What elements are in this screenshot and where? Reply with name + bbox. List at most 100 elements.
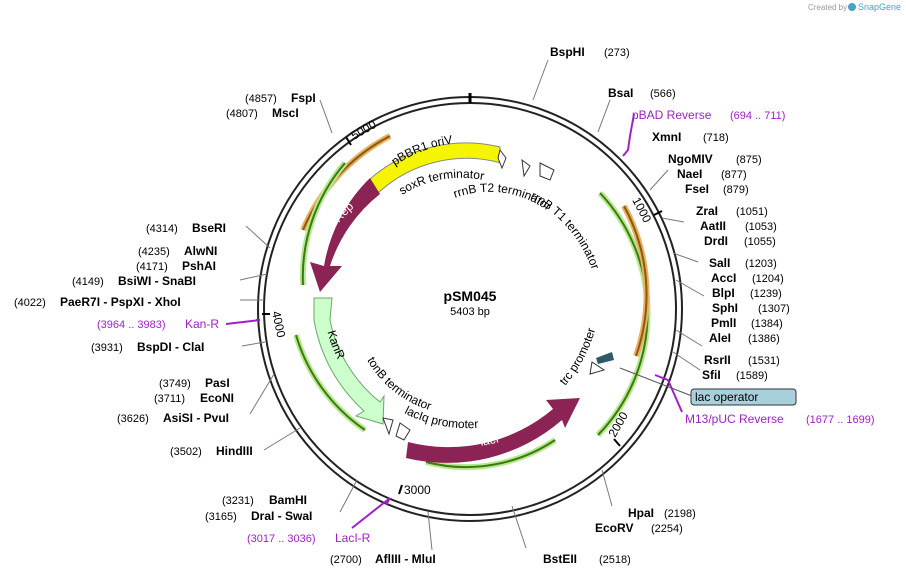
site-sphi[interactable]: SphI xyxy=(712,301,738,315)
primer-mark-laci-r xyxy=(351,497,391,529)
site-msci-pos: (4807) xyxy=(226,108,258,120)
brand-text: SnapGene xyxy=(858,2,901,12)
site-bspdi-clai-pos: (3931) xyxy=(91,342,123,354)
site-fspi[interactable]: FspI xyxy=(291,91,316,105)
primer-pbad-reverse[interactable]: pBAD Reverse xyxy=(632,108,712,122)
site-drai-swai[interactable]: DraI - SwaI xyxy=(251,509,312,523)
feature-lac-operator[interactable] xyxy=(596,352,614,364)
site-bseri-pos: (4314) xyxy=(146,223,178,235)
site-rsrii-pos: (1531) xyxy=(748,355,780,367)
feature-laciq-promoter[interactable] xyxy=(395,422,411,441)
tick-label-3000: 3000 xyxy=(404,483,431,497)
site-acci-pos: (1204) xyxy=(752,273,784,285)
tick-5000 xyxy=(345,136,352,146)
primer-mark-m13-puc-reverse xyxy=(654,374,683,413)
tick-1000 xyxy=(653,210,663,216)
feature-rrnb-t1-terminator[interactable] xyxy=(539,162,555,181)
lac-operator-badge[interactable] xyxy=(690,388,797,406)
site-rsrii[interactable]: RsrII xyxy=(704,353,731,367)
primer-laci-r-range: (3017 .. 3036) xyxy=(247,533,316,545)
tick-2000 xyxy=(613,438,621,447)
site-asisi-pvui[interactable]: AsiSI - PvuI xyxy=(163,411,229,425)
feature-rrnb-t2-terminator[interactable] xyxy=(521,158,531,178)
orf-arc-green-2-core xyxy=(295,334,366,431)
site-bsai-pos: (566) xyxy=(650,88,676,100)
site-xmni-pos: (718) xyxy=(703,132,729,144)
plasmid-length: 5403 bp xyxy=(450,306,490,318)
primer-mark-pbad-reverse xyxy=(622,113,635,157)
site-msci[interactable]: MscI xyxy=(272,106,299,120)
orf-arc-orange-2-core xyxy=(623,205,648,357)
primer-marks xyxy=(225,113,683,529)
site-bseri[interactable]: BseRI xyxy=(192,221,226,235)
lac-operator-leader xyxy=(619,367,693,397)
primer-m13-puc-reverse[interactable]: M13/pUC Reverse xyxy=(685,412,784,426)
site-blpi[interactable]: BlpI xyxy=(712,286,735,300)
site-bsteii-pos: (2518) xyxy=(599,554,631,566)
site-pmli-pos: (1384) xyxy=(751,318,783,330)
site-pasi-pos: (3749) xyxy=(159,378,191,390)
label-rrnb-t1-terminator: rrnB T1 terminator xyxy=(529,188,603,271)
plasmid-name: pSM045 xyxy=(444,288,497,304)
feature-kanr[interactable] xyxy=(313,297,385,425)
site-bsteii[interactable]: BstEII xyxy=(543,552,577,566)
feature-pbbr1-rep[interactable] xyxy=(310,178,380,292)
site-bspdi-clai[interactable]: BspDI - ClaI xyxy=(137,340,204,354)
restriction-sites: BspHI (273) BsaI (566) XmnI (718) NgoMIV… xyxy=(14,45,790,566)
site-ecorv-pos: (2254) xyxy=(651,523,683,535)
primer-mark-kan-r xyxy=(225,319,261,325)
site-asisi-pvui-pos: (3626) xyxy=(117,413,149,425)
primer-kan-r[interactable]: Kan-R xyxy=(185,317,219,331)
site-acci[interactable]: AccI xyxy=(711,271,736,285)
site-bamhi-pos: (3231) xyxy=(222,495,254,507)
site-fsei[interactable]: FseI xyxy=(685,182,709,196)
site-pshai-pos: (4171) xyxy=(136,261,168,273)
site-bsiwi-snabi[interactable]: BsiWI - SnaBI xyxy=(118,274,196,288)
site-sfii[interactable]: SfiI xyxy=(702,368,721,382)
site-xhoi[interactable]: PaeR7I - PspXI - XhoI xyxy=(60,295,181,309)
lac-operator-callout: lac operator xyxy=(619,367,797,406)
site-bamhi[interactable]: BamHI xyxy=(269,493,307,507)
feature-laci[interactable] xyxy=(406,398,580,463)
site-aatii-pos: (1053) xyxy=(745,221,777,233)
site-pshai[interactable]: PshAI xyxy=(182,259,216,273)
site-hindiii[interactable]: HindIII xyxy=(216,444,253,458)
site-aatii[interactable]: AatII xyxy=(700,219,726,233)
feature-soxr-terminator[interactable] xyxy=(497,148,507,170)
primer-m13-puc-reverse-range: (1677 .. 1699) xyxy=(806,414,875,426)
orf-arc-green-3-core xyxy=(425,439,556,469)
site-afliii-mlui-pos: (2700) xyxy=(330,554,362,566)
snapgene-logo-icon xyxy=(848,3,856,11)
primer-pbad-reverse-range: (694 .. 711) xyxy=(730,110,785,122)
site-afliii-mlui[interactable]: AflIII - MluI xyxy=(375,552,436,566)
primer-laci-r[interactable]: LacI-R xyxy=(335,531,371,545)
site-zrai[interactable]: ZraI xyxy=(696,204,718,218)
site-naei[interactable]: NaeI xyxy=(677,167,702,181)
site-bsphi[interactable]: BspHI xyxy=(550,45,585,59)
feature-trc-promoter[interactable] xyxy=(589,361,606,375)
site-hindiii-pos: (3502) xyxy=(170,446,202,458)
site-ecorv[interactable]: EcoRV xyxy=(595,521,633,535)
site-drdi[interactable]: DrdI xyxy=(704,234,728,248)
site-alei[interactable]: AleI xyxy=(709,331,731,345)
site-pasi[interactable]: PasI xyxy=(205,376,230,390)
site-fspi-pos: (4857) xyxy=(245,93,277,105)
site-sali[interactable]: SalI xyxy=(709,256,730,270)
lac-operator-label: lac operator xyxy=(695,390,758,404)
site-hpai[interactable]: HpaI xyxy=(628,506,654,520)
feature-tonb-terminator[interactable] xyxy=(382,417,394,436)
site-sphi-pos: (1307) xyxy=(758,303,790,315)
orf-arc-green-4 xyxy=(595,190,651,438)
site-ngomiv[interactable]: NgoMIV xyxy=(668,152,713,166)
site-sfii-pos: (1589) xyxy=(736,370,768,382)
site-pmli[interactable]: PmlI xyxy=(711,316,736,330)
credit-text: Created by xyxy=(808,3,847,12)
site-xmni[interactable]: XmnI xyxy=(652,130,681,144)
site-ngomiv-pos: (875) xyxy=(736,154,762,166)
site-alwni[interactable]: AlwNI xyxy=(184,244,217,258)
site-bsai[interactable]: BsaI xyxy=(608,86,633,100)
site-econi[interactable]: EcoNI xyxy=(200,391,234,405)
site-econi-pos: (3711) xyxy=(154,393,185,405)
site-zrai-pos: (1051) xyxy=(736,206,768,218)
